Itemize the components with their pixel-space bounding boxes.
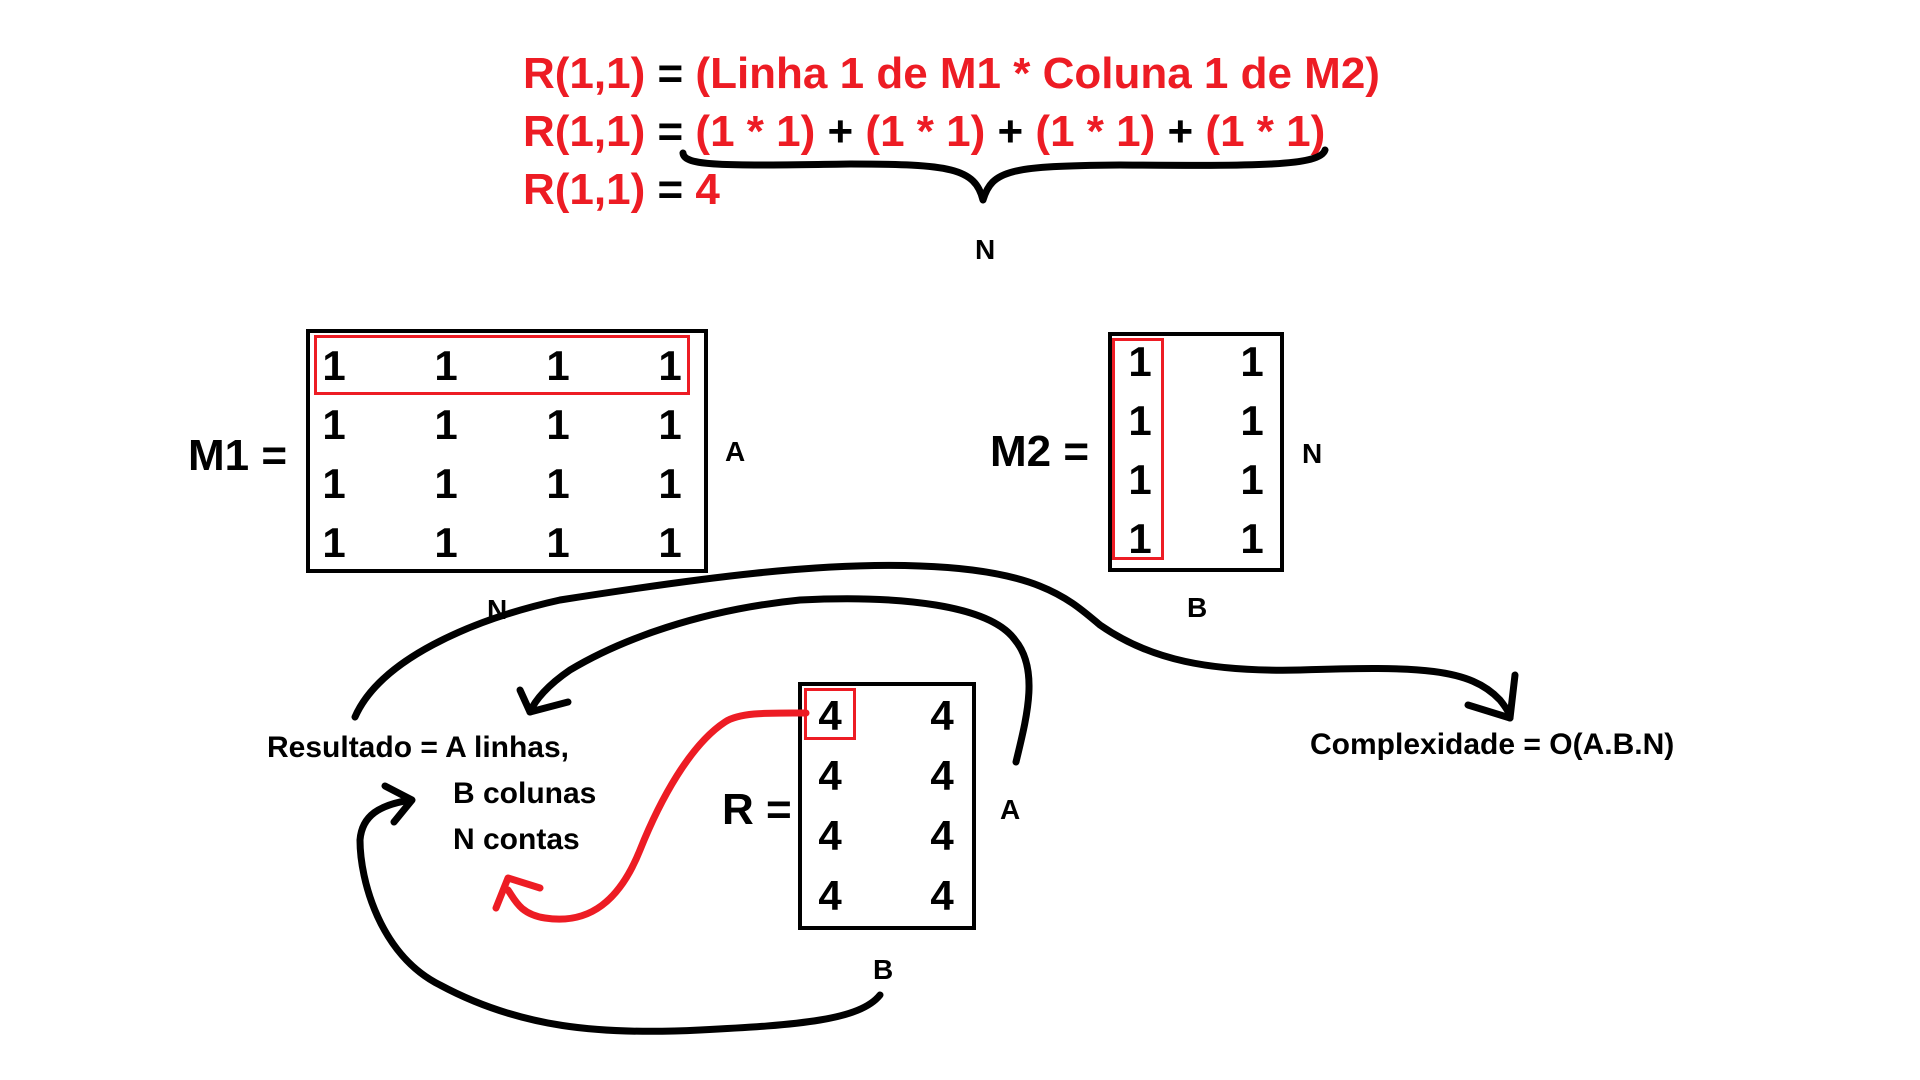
m1-cell: 1: [322, 401, 346, 448]
complexity-text: Complexidade = O(A.B.N): [1310, 728, 1675, 761]
arrowhead-complexity-icon: [1464, 671, 1519, 722]
m2-cell: 1: [1128, 456, 1152, 503]
m1-cell: 1: [434, 519, 458, 566]
m2-cell: 1: [1240, 456, 1264, 503]
m2-side-label: N: [1302, 438, 1323, 469]
brace-icon: [679, 146, 1329, 204]
r-cell: 4: [930, 812, 954, 859]
m1-cell: 1: [546, 401, 570, 448]
m2-cell: 1: [1240, 338, 1264, 385]
eq1-lhs: R(1,1): [523, 49, 646, 98]
r-cell: 4: [818, 692, 842, 739]
result-note-line-3: N contas: [453, 823, 580, 856]
m2-bottom-label: B: [1187, 592, 1208, 623]
m1-cell: 1: [546, 342, 570, 389]
eq2-equals: =: [657, 107, 684, 156]
m1-cell: 1: [658, 519, 682, 566]
m1-cell: 1: [658, 401, 682, 448]
r-side-label: A: [1000, 794, 1021, 825]
result-note-line-1: Resultado = A linhas,: [267, 731, 570, 764]
r-matrix: [798, 682, 976, 930]
eq2-plus: +: [827, 107, 854, 156]
eq1-rhs: (Linha 1 de M1 * Coluna 1 de M2): [695, 49, 1380, 98]
arrowhead-red-icon: [492, 874, 544, 912]
arrow-to-complexity: [351, 561, 1514, 722]
m1-cell: 1: [658, 342, 682, 389]
eq2-term: (1 * 1): [1035, 107, 1156, 156]
r-cell: 4: [818, 812, 842, 859]
arrowhead-b-icon: [381, 782, 416, 826]
m1-cell: 1: [322, 460, 346, 507]
r-cell: 4: [930, 872, 954, 919]
m2-matrix: [1108, 332, 1284, 572]
r-bottom-label: B: [873, 954, 894, 985]
equation-line-3: R(1,1) = 4: [523, 168, 720, 212]
r-label: R =: [722, 785, 792, 834]
m1-cell: 1: [658, 460, 682, 507]
m1-cell: 1: [434, 401, 458, 448]
eq1-equals: =: [657, 49, 684, 98]
m1-cell: 1: [322, 342, 346, 389]
m2-cell: 1: [1240, 397, 1264, 444]
m1-cell: 1: [546, 519, 570, 566]
eq2-lhs: R(1,1): [523, 107, 646, 156]
result-note-line-2: B colunas: [453, 777, 597, 810]
m2-cell: 1: [1128, 397, 1152, 444]
m1-cell: 1: [434, 342, 458, 389]
m1-cell: 1: [434, 460, 458, 507]
eq3-lhs: R(1,1): [523, 165, 646, 214]
r-cell: 4: [818, 872, 842, 919]
r-cell: 4: [930, 692, 954, 739]
eq2-plus: +: [1167, 107, 1194, 156]
arrowhead-a-icon: [516, 686, 572, 716]
arrow-a-to-result: [526, 595, 1033, 766]
eq2-term: (1 * 1): [1205, 107, 1326, 156]
m1-cell: 1: [546, 460, 570, 507]
eq2-term: (1 * 1): [695, 107, 816, 156]
m2-cell: 1: [1240, 515, 1264, 562]
r-cell: 4: [930, 752, 954, 799]
equation-line-1: R(1,1) = (Linha 1 de M1 * Coluna 1 de M2…: [523, 52, 1380, 96]
equation-line-2: R(1,1) = (1 * 1) + (1 * 1) + (1 * 1) + (…: [523, 110, 1325, 154]
m1-side-label: A: [725, 436, 746, 467]
eq2-plus: +: [997, 107, 1024, 156]
m1-label: M1 =: [188, 431, 288, 480]
eq3-rhs: 4: [695, 165, 720, 214]
m2-column-highlight: [1112, 338, 1164, 560]
eq2-term: (1 * 1): [865, 107, 986, 156]
r-cell: 4: [818, 752, 842, 799]
m1-matrix: [306, 329, 708, 573]
m1-row-highlight: [314, 335, 690, 395]
arrow-b-to-result: [356, 796, 884, 1035]
brace-label: N: [975, 234, 996, 265]
arrow-cell-to-result: [504, 709, 810, 923]
m2-cell: 1: [1128, 515, 1152, 562]
m2-cell: 1: [1128, 338, 1152, 385]
eq3-equals: =: [657, 165, 684, 214]
m1-cell: 1: [322, 519, 346, 566]
m2-label: M2 =: [990, 427, 1090, 476]
